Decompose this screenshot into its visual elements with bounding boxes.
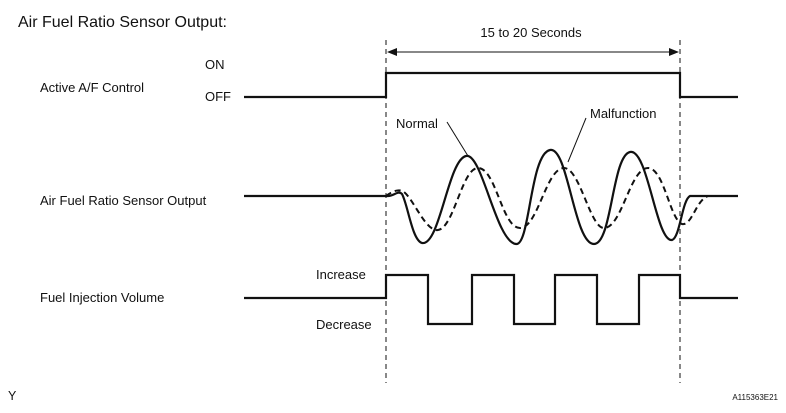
active-af-control-waveform bbox=[244, 71, 738, 99]
decrease-level-label: Decrease bbox=[316, 317, 372, 332]
arrow-left-icon bbox=[387, 48, 397, 56]
duration-dimension: 15 to 20 Seconds bbox=[387, 25, 679, 56]
active-af-control-row: Active A/F Control ON OFF bbox=[40, 57, 738, 104]
off-level-label: OFF bbox=[205, 89, 231, 104]
duration-label: 15 to 20 Seconds bbox=[480, 25, 582, 40]
sensor-output-label: Air Fuel Ratio Sensor Output bbox=[40, 193, 207, 208]
normal-sensor-curve bbox=[244, 148, 738, 246]
sensor-output-row: Air Fuel Ratio Sensor Output Normal Malf… bbox=[40, 106, 738, 246]
fuel-injection-row: Fuel Injection Volume Increase Decrease bbox=[40, 267, 738, 332]
fuel-injection-label: Fuel Injection Volume bbox=[40, 290, 164, 305]
malfunction-leader-line bbox=[567, 117, 587, 163]
diagram-title: Air Fuel Ratio Sensor Output: bbox=[18, 14, 227, 31]
footer-left-mark: Y bbox=[8, 389, 17, 403]
malfunction-curve-label: Malfunction bbox=[590, 106, 656, 121]
malfunction-sensor-curve bbox=[385, 166, 738, 231]
fuel-injection-waveform bbox=[244, 273, 738, 326]
figure-id-label: A115363E21 bbox=[732, 393, 778, 402]
on-level-label: ON bbox=[205, 57, 225, 72]
increase-level-label: Increase bbox=[316, 267, 366, 282]
arrow-right-icon bbox=[669, 48, 679, 56]
normal-leader-line bbox=[446, 121, 469, 157]
active-af-control-label: Active A/F Control bbox=[40, 80, 144, 95]
normal-curve-label: Normal bbox=[396, 116, 438, 131]
